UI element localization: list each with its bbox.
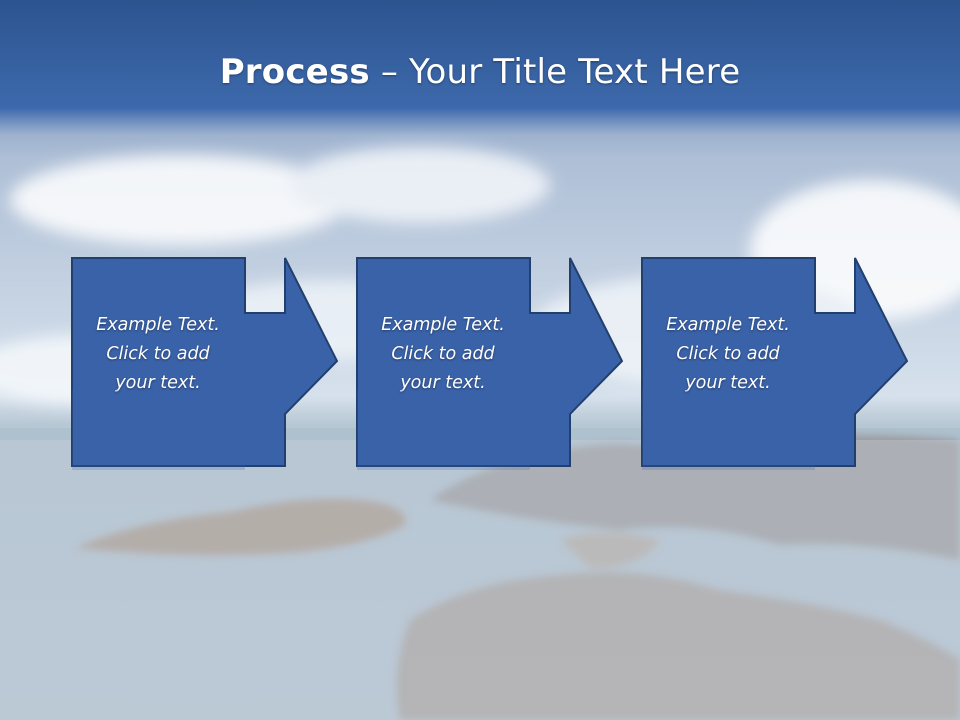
step-text[interactable]: Example Text. Click to add your text. (666, 315, 790, 393)
title-bold: Process (219, 52, 370, 92)
right-arrow-icon (245, 313, 341, 415)
process-step-1[interactable]: Example Text. Click to add your text. (71, 257, 361, 467)
slide-title[interactable]: Process – Your Title Text Here (0, 52, 960, 92)
title-rest: – Your Title Text Here (369, 52, 741, 92)
step-shape (641, 257, 909, 467)
step-text[interactable]: Example Text. Click to add your text. (96, 315, 220, 393)
process-step-3[interactable]: Example Text. Click to add your text. (641, 257, 931, 467)
title-band (0, 0, 960, 135)
step-text[interactable]: Example Text. Click to add your text. (381, 315, 505, 393)
step-shape (71, 257, 339, 467)
process-step-2[interactable]: Example Text. Click to add your text. (356, 257, 646, 467)
step-shape (356, 257, 624, 467)
